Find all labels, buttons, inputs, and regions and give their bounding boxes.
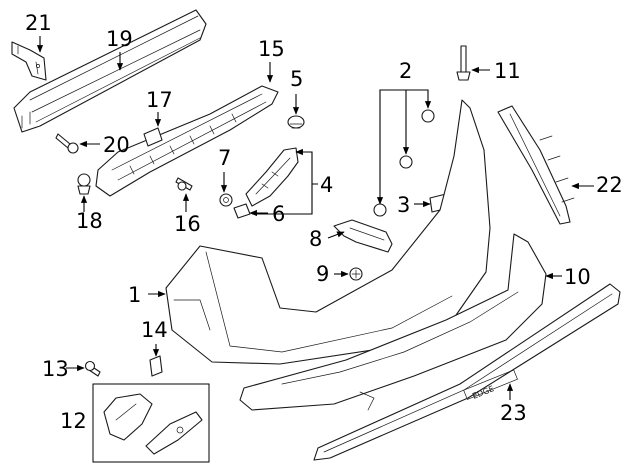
stud-11 [456, 45, 471, 81]
callout-20: 20 [103, 133, 130, 157]
lower-valance [239, 233, 547, 411]
callout-17: 17 [146, 88, 173, 112]
side-bracket [245, 147, 299, 207]
leader-2a [376, 89, 406, 205]
leader-4 [295, 148, 318, 185]
callout-11: 11 [494, 59, 521, 83]
energy-absorber [95, 85, 279, 197]
callout-2: 2 [399, 59, 412, 83]
reinforcement-beam [13, 9, 207, 133]
leader-4b [252, 184, 313, 215]
clip-2c [373, 203, 387, 217]
clip-6 [233, 203, 251, 219]
bracket-12b [145, 411, 203, 455]
callout-19: 19 [106, 27, 133, 51]
callout-3: 3 [397, 193, 410, 217]
bumper-cover [165, 99, 491, 365]
leader-2b [406, 89, 432, 109]
callout-22: 22 [596, 173, 623, 197]
callout-4: 4 [320, 173, 333, 197]
callout-15: 15 [258, 37, 285, 61]
screw-16 [175, 177, 193, 191]
screw-9 [349, 267, 363, 281]
push-pin-18 [77, 173, 91, 195]
callout-labels: 1 2 3 4 5 6 7 8 9 10 11 12 13 14 15 16 1… [25, 11, 623, 433]
clip-17 [143, 127, 163, 147]
clip-2b [399, 155, 413, 169]
callout-18: 18 [76, 209, 103, 233]
part-12-box [92, 383, 210, 463]
callout-13: 13 [42, 357, 69, 381]
callout-9: 9 [316, 262, 329, 286]
bracket-12a [103, 393, 153, 441]
beam-bracket [11, 41, 47, 81]
callout-21: 21 [25, 11, 52, 35]
callout-7: 7 [218, 146, 231, 170]
nut-7 [219, 193, 233, 207]
clip-14 [149, 355, 163, 377]
clip-2a [421, 109, 435, 123]
leader-lines [36, 36, 594, 400]
bolt-20 [55, 133, 79, 154]
callout-14: 14 [141, 318, 168, 342]
callout-1: 1 [128, 283, 141, 307]
screw-13 [84, 360, 101, 377]
callout-10: 10 [564, 265, 591, 289]
mounting-bracket-8 [333, 219, 393, 253]
callout-5: 5 [290, 67, 303, 91]
leader-8 [327, 231, 345, 239]
callout-8: 8 [309, 227, 322, 251]
side-trim-22 [497, 105, 575, 225]
callout-12: 12 [60, 409, 87, 433]
callout-6: 6 [272, 202, 285, 226]
grommet-5 [287, 115, 305, 129]
callout-16: 16 [174, 212, 201, 236]
callout-23: 23 [500, 401, 527, 425]
